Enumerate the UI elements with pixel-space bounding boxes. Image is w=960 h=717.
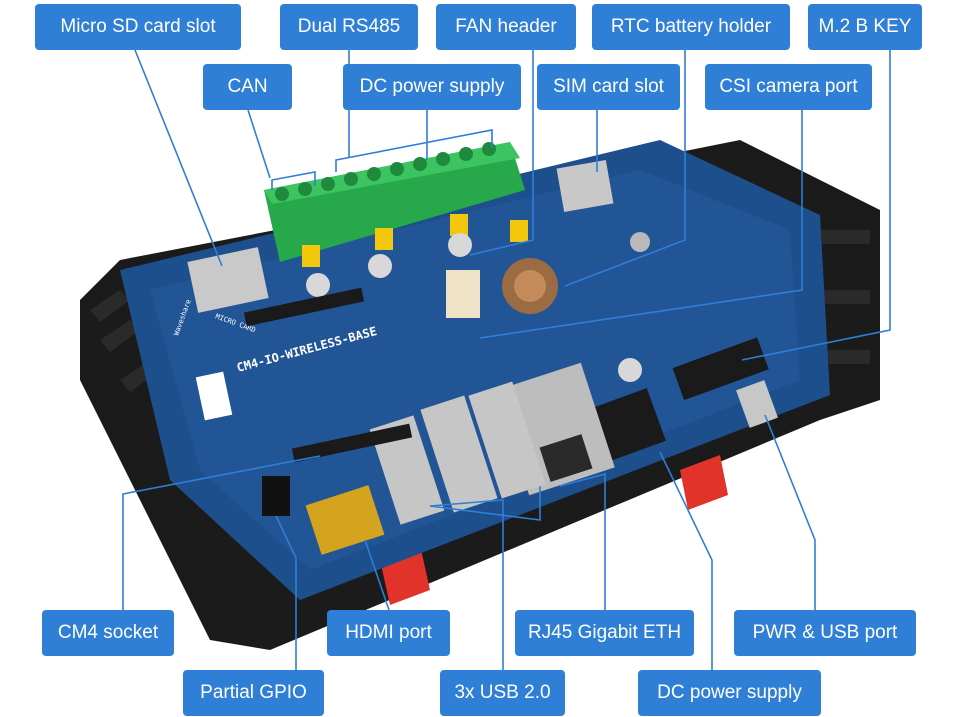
m2-socket <box>672 337 769 401</box>
callout-cm4-socket: CM4 socket <box>42 610 174 656</box>
line-m2 <box>741 50 891 361</box>
line-rtc <box>564 50 686 287</box>
line-rj45 <box>559 472 606 610</box>
terminal-block <box>264 142 525 262</box>
din-clip-right <box>680 455 728 510</box>
line-micro-sd <box>134 49 223 267</box>
callout-rtc-battery: RTC battery holder <box>592 4 790 50</box>
callout-sim-slot: SIM card slot <box>537 64 680 110</box>
callout-m2-bkey: M.2 B KEY <box>808 4 922 50</box>
usb-ports <box>369 381 546 525</box>
callout-partial-gpio: Partial GPIO <box>183 670 324 716</box>
hdmi-connector <box>305 485 385 555</box>
callout-fan-header: FAN header <box>436 4 576 50</box>
line-usb3x-bracket <box>429 486 541 521</box>
callout-csi-camera: CSI camera port <box>705 64 872 110</box>
line-hdmi <box>364 539 390 611</box>
case-ribs-right <box>820 230 870 364</box>
capacitors <box>306 233 642 382</box>
usb-c-port <box>736 380 778 428</box>
sim-slot <box>556 159 614 213</box>
pcb-shade <box>150 170 800 570</box>
callout-rj45: RJ45 Gigabit ETH <box>515 610 694 656</box>
callout-usb3x: 3x USB 2.0 <box>440 670 565 716</box>
dc-jack <box>592 388 666 461</box>
cm4-connector-top <box>243 287 365 327</box>
rj45-opening <box>539 434 593 482</box>
line-fan <box>469 50 534 256</box>
line-pwr-usb <box>764 414 816 610</box>
callout-hdmi-port: HDMI port <box>327 610 450 656</box>
callout-dual-rs485: Dual RS485 <box>280 4 418 50</box>
callout-dc-power-top: DC power supply <box>343 64 521 110</box>
fan-header <box>446 270 480 318</box>
standoff <box>630 232 650 252</box>
line-can-bracket <box>271 171 316 190</box>
callout-pwr-usb: PWR & USB port <box>734 610 916 656</box>
line-partial-gpio <box>275 515 297 670</box>
callout-dc-power-bottom: DC power supply <box>638 670 821 716</box>
jumpers <box>302 214 528 267</box>
line-can <box>247 109 271 179</box>
terminal-screws <box>275 142 496 201</box>
micro-sd-slot <box>187 247 269 313</box>
leader-lines <box>122 49 891 670</box>
rtc-battery-inner <box>514 270 546 302</box>
callout-can: CAN <box>203 64 292 110</box>
line-dc-bottom <box>659 451 713 670</box>
line-dual-rs485-bracket <box>335 129 493 172</box>
line-usb3x <box>429 499 504 670</box>
cm4-connector-bottom <box>291 423 413 463</box>
callout-micro-sd: Micro SD card slot <box>35 4 241 50</box>
line-csi <box>479 110 803 339</box>
line-cm4 <box>122 455 321 610</box>
white-label-sticker <box>195 371 233 421</box>
gpio-header <box>262 476 290 516</box>
